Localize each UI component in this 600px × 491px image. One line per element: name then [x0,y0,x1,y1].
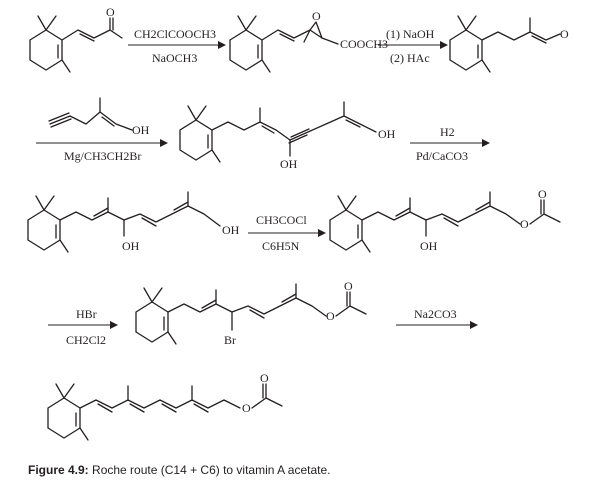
epoxide-oxygen-label: O [312,9,321,23]
reagent-step7-top: Na2CO3 [414,307,457,321]
molecule-c14-aldehyde: O [449,15,569,73]
molecule-c20-alkynediol: OH OH [179,101,396,171]
bromine-label: Br [224,333,236,347]
molecule-c6-enynol: OH [48,97,150,137]
reagent-step1-top: CH2ClCOOCH3 [134,27,216,41]
bromide-ester-oxygen-label: O [326,309,335,323]
hydroxyl-label-c6: OH [132,123,150,137]
reagent-step6-bottom: CH2Cl2 [66,333,106,347]
hydroxyl-label-c20-a: OH [280,157,298,171]
hydroxyl-label-c20-b: OH [378,127,396,141]
reagent-step5-bottom: C6H5N [262,239,300,253]
bromide-carbonyl-oxygen-label: O [344,279,353,293]
molecule-c20-diol: OH OH [27,191,240,253]
molecule-vitamin-a-acetate: O O [47,371,283,441]
reagent-step6-top: HBr [76,307,97,321]
hydroxyl-label-monoacetate: OH [420,239,438,253]
arrow-step-6: HBr CH2Cl2 [48,307,118,347]
reagent-step5-top: CH3COCl [256,213,307,227]
figure-caption-text: Roche route (C14 + C6) to vitamin A acet… [92,463,331,477]
aldehyde-oxygen-label: O [560,27,569,41]
hydroxyl-label-diol-a: OH [122,239,140,253]
figure-label: Figure 4.9: [28,463,89,477]
ester-group-label: COOCH3 [340,37,388,51]
reagent-step1-bottom: NaOCH3 [152,51,197,65]
arrow-step-3: Mg/CH3CH2Br [36,139,168,163]
reaction-scheme: O CH2ClCOOCH3 NaOCH3 O COOCH3 (1) NaOH (… [27,5,569,441]
vita-carbonyl-oxygen-label: O [260,371,269,385]
arrow-step-2: (1) NaOH (2) HAc [378,27,448,65]
hydroxyl-label-diol-b: OH [222,223,240,237]
oxygen-label: O [106,5,115,19]
molecule-glycidic-ester: O COOCH3 [229,9,388,73]
carbonyl-oxygen-label: O [538,187,547,201]
figure-caption: Figure 4.9: Roche route (C14 + C6) to vi… [28,463,331,477]
reagent-step2-bottom: (2) HAc [390,51,430,65]
reagent-step3-bottom: Mg/CH3CH2Br [64,149,141,163]
molecule-monoacetate: O O OH [329,187,561,253]
arrow-step-5: CH3COCl C6H5N [248,213,326,253]
reagent-step2-top: (1) NaOH [386,27,435,41]
reagent-step4-top: H2 [440,125,455,139]
molecule-allylic-bromide: O O Br [135,279,367,347]
arrow-step-7: Na2CO3 [396,307,478,329]
reagent-step4-bottom: Pd/CaCO3 [416,149,468,163]
ester-oxygen-label: O [520,217,529,231]
arrow-step-4: H2 Pd/CaCO3 [410,125,490,163]
vita-ester-oxygen-label: O [242,401,251,415]
molecule-beta-ionone: O [29,5,123,73]
arrow-step-1: CH2ClCOOCH3 NaOCH3 [128,27,226,65]
